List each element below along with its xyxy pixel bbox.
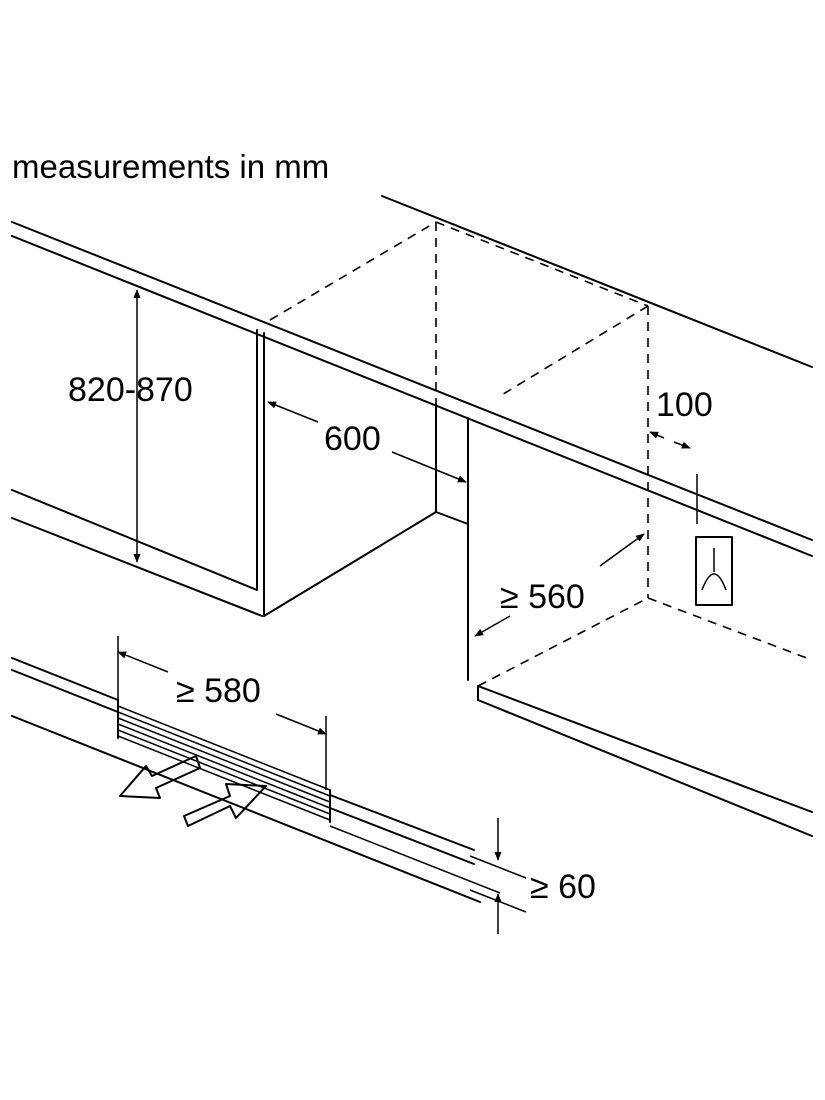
vent-width-dimension-line (117, 636, 327, 790)
socket-offset-dimension-label: 100 (656, 386, 713, 424)
vent-height-dimension-line (469, 818, 527, 934)
diagram-title: measurements in mm (12, 148, 329, 185)
socket-icon (695, 474, 733, 606)
appliance-niche (269, 221, 813, 687)
plinth (11, 657, 501, 903)
left-cabinet (11, 329, 437, 617)
airflow-out-arrow-icon (119, 755, 201, 799)
airflow-in-arrow-icon (183, 783, 267, 827)
height-dimension-label: 820-870 (68, 371, 193, 409)
vent-height-dimension-label: ≥ 60 (530, 868, 596, 906)
vent-width-dimension-label: ≥ 580 (176, 672, 261, 710)
depth-dimension-label: ≥ 560 (500, 578, 585, 616)
socket-offset-dimension-line (649, 431, 691, 449)
depth-dimension-line (474, 533, 645, 637)
worktop (11, 195, 813, 557)
width-dimension-line (267, 401, 467, 483)
right-cabinet (435, 417, 813, 837)
ventilation-grille (117, 699, 331, 823)
width-dimension-label: 600 (324, 420, 381, 458)
